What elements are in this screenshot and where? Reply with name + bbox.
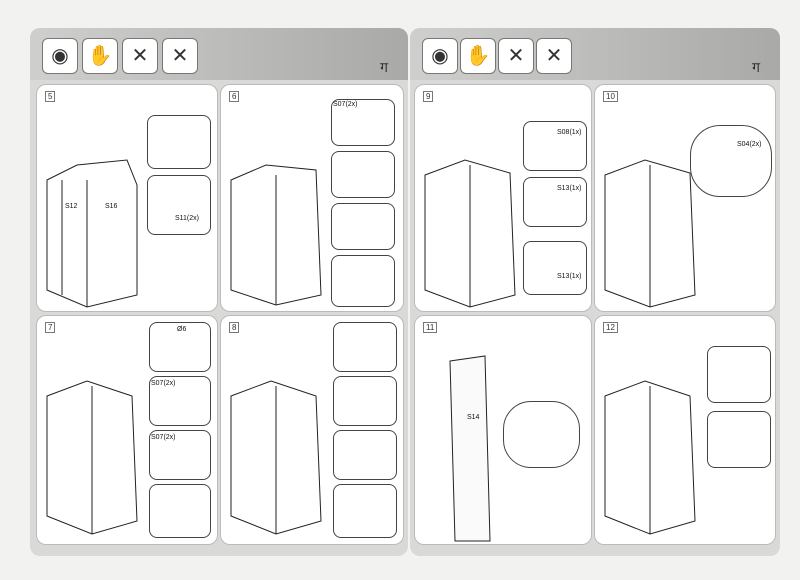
part-label: S08(1x) xyxy=(557,129,582,136)
detail-inset xyxy=(503,401,580,468)
detail-inset xyxy=(149,322,211,372)
step-9-panel: 9 S08(1x) S13(1x) S13(1x) xyxy=(414,84,592,312)
part-label: S12 xyxy=(65,203,78,210)
step-number: 8 xyxy=(229,322,240,333)
part-label: S11(2x) xyxy=(175,215,199,222)
step-5-panel: 5 S12 S16 S11(2x) xyxy=(36,84,218,312)
gloves-icon: ✋ xyxy=(82,38,118,74)
no-power-drill-icon: ✕ xyxy=(498,38,534,74)
part-label: S07(2x) xyxy=(151,380,176,387)
step-6-panel: 6 S07(2x) xyxy=(220,84,404,312)
language-mark: ग xyxy=(752,59,760,75)
detail-inset xyxy=(707,346,771,403)
goggles-icon: ◉ xyxy=(42,38,78,74)
goggles-icon: ◉ xyxy=(422,38,458,74)
safety-header: ◉ ✋ ✕ ✕ ग xyxy=(410,28,780,80)
part-label: S13(1x) xyxy=(557,185,582,192)
drill-size-label: Ø6 xyxy=(177,326,187,333)
detail-inset xyxy=(147,175,211,235)
step-number: 7 xyxy=(45,322,56,333)
detail-inset xyxy=(331,151,395,198)
detail-inset xyxy=(333,322,397,372)
step-12-panel: 12 xyxy=(594,315,776,545)
detail-inset xyxy=(331,99,395,146)
part-label: S13(1x) xyxy=(557,273,582,280)
no-water-icon: ✕ xyxy=(162,38,198,74)
step-number: 6 xyxy=(229,91,240,102)
no-power-drill-icon: ✕ xyxy=(122,38,158,74)
step-number: 9 xyxy=(423,91,434,102)
detail-inset xyxy=(333,484,397,538)
gloves-icon: ✋ xyxy=(460,38,496,74)
part-label: S14 xyxy=(467,414,480,421)
step-number: 10 xyxy=(603,91,618,102)
step-8-panel: 8 xyxy=(220,315,404,545)
part-label: S04(2x) xyxy=(737,141,762,148)
right-page: ◉ ✋ ✕ ✕ ग 9 S08(1x) S13(1x) S13(1x) 10 S… xyxy=(410,28,780,556)
detail-inset xyxy=(149,484,211,538)
detail-inset xyxy=(523,241,587,295)
part-label: S16 xyxy=(105,203,118,210)
no-water-icon: ✕ xyxy=(536,38,572,74)
detail-inset xyxy=(331,203,395,250)
step-7-panel: 7 Ø6 S07(2x) S07(2x) xyxy=(36,315,218,545)
part-label: S07(2x) xyxy=(333,101,358,108)
detail-inset xyxy=(690,125,772,197)
detail-inset xyxy=(149,376,211,426)
step-number: 5 xyxy=(45,91,56,102)
detail-inset xyxy=(707,411,771,468)
detail-inset xyxy=(523,177,587,227)
detail-inset xyxy=(149,430,211,480)
step-10-panel: 10 S04(2x) xyxy=(594,84,776,312)
detail-inset xyxy=(331,255,395,307)
detail-inset xyxy=(147,115,211,169)
part-label: S07(2x) xyxy=(151,434,176,441)
left-page: ◉ ✋ ✕ ✕ ग 5 S12 S16 S11(2x) 6 S07(2x) 7 … xyxy=(30,28,408,556)
detail-inset xyxy=(333,430,397,480)
step-11-panel: 11 S14 xyxy=(414,315,592,545)
detail-inset xyxy=(523,121,587,171)
detail-inset xyxy=(333,376,397,426)
safety-header: ◉ ✋ ✕ ✕ ग xyxy=(30,28,408,80)
step-number: 12 xyxy=(603,322,618,333)
step-number: 11 xyxy=(423,322,438,333)
language-mark: ग xyxy=(380,59,388,75)
